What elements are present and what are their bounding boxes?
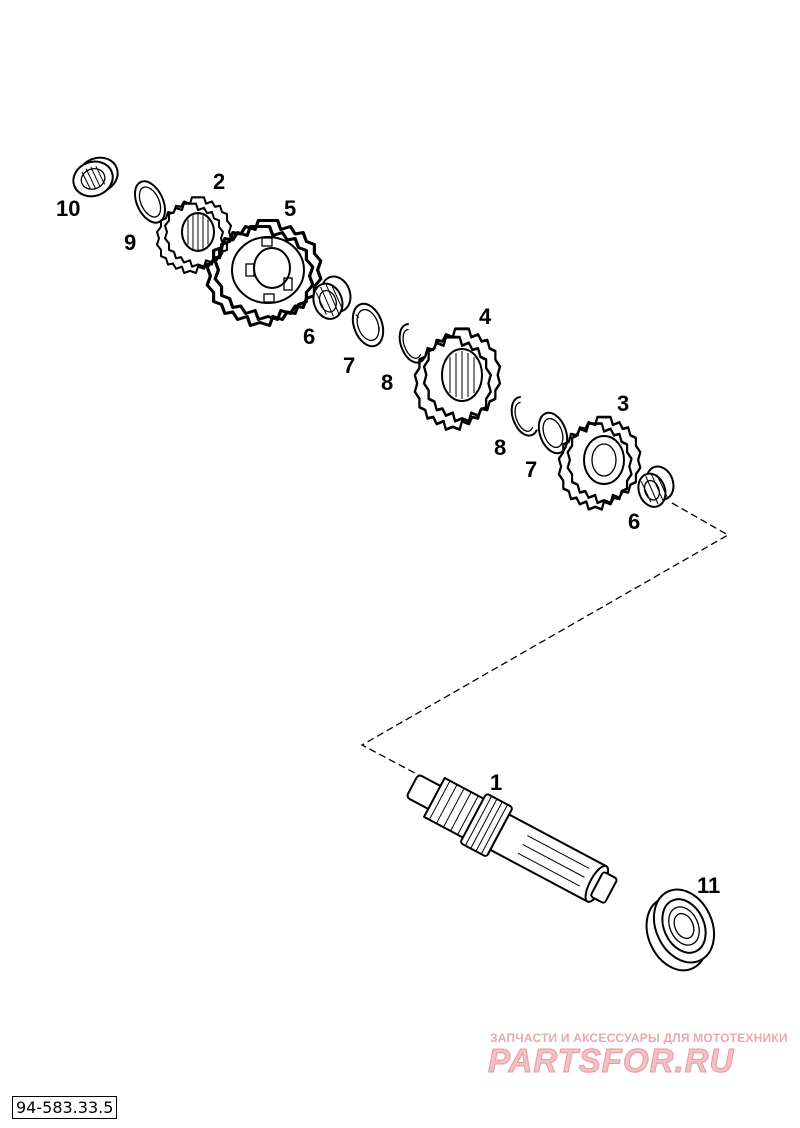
- callout-11: 11: [697, 873, 720, 898]
- circlip-part-8-lower: [510, 396, 538, 437]
- callout-6-lower: 6: [628, 509, 640, 534]
- callout-7-upper: 7: [343, 353, 355, 378]
- gear-part-5: [205, 218, 323, 328]
- callout-1: 1: [490, 770, 502, 795]
- shaft-part-1: [406, 774, 618, 904]
- drawing-code: 94-583.33.5: [12, 1096, 118, 1119]
- callout-6-upper: 6: [303, 324, 315, 349]
- callout-4: 4: [479, 304, 492, 329]
- callout-3: 3: [617, 391, 629, 416]
- assembly-path-line: [360, 502, 730, 781]
- needle-bearing-part-10: [72, 156, 119, 198]
- gear-part-4: [413, 327, 502, 432]
- needle-bearing-part-6-lower: [637, 465, 675, 508]
- callout-8-upper: 8: [381, 370, 393, 395]
- callout-8-lower: 8: [494, 435, 506, 460]
- callout-2: 2: [213, 169, 225, 194]
- gear-part-3: [557, 415, 642, 511]
- watermark-tagline: ЗАПЧАСТИ И АКСЕССУАРЫ ДЛЯ МОТОТЕХНИКИ: [490, 1031, 788, 1045]
- needle-bearing-part-6-upper: [312, 275, 352, 320]
- thrust-washer-part-7-upper: [351, 302, 385, 348]
- watermark-brand: PARTSFOR.RU: [487, 1042, 735, 1080]
- callout-10: 10: [56, 196, 80, 221]
- callout-5: 5: [284, 196, 296, 221]
- gear-part-2: [155, 196, 233, 275]
- thrust-washer-part-7-lower: [537, 411, 569, 455]
- callout-9: 9: [124, 230, 136, 255]
- callout-7-lower: 7: [525, 457, 537, 482]
- washer-part-9: [133, 180, 167, 224]
- ball-bearing-part-11: [645, 888, 716, 972]
